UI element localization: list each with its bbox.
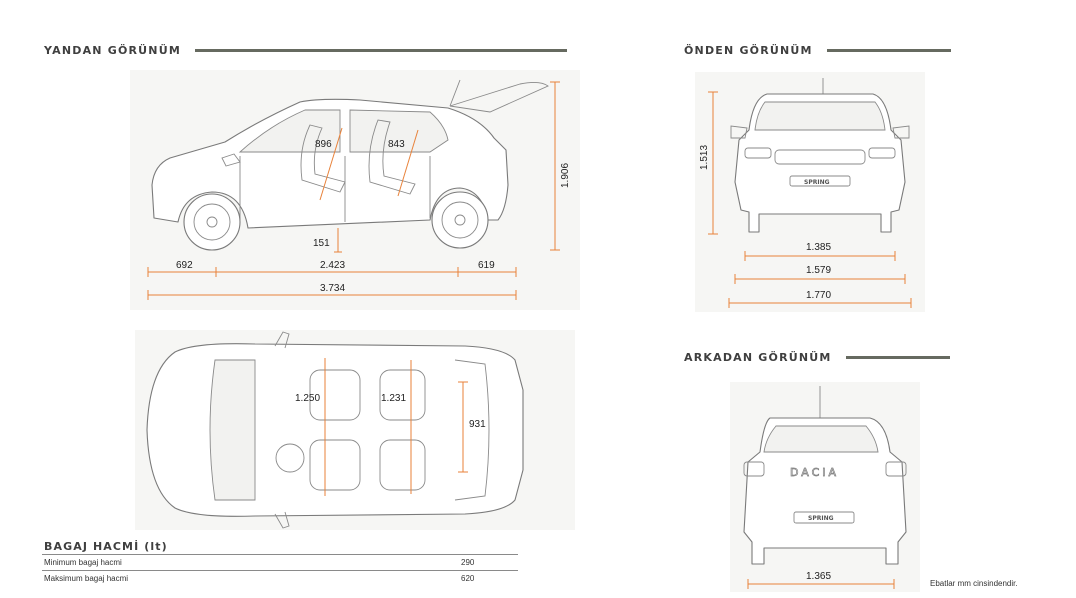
side-front-headroom-label: 896 (315, 139, 332, 150)
front-grille (774, 149, 866, 165)
rear-view-title: ARKADAN GÖRÜNÜM (684, 351, 832, 364)
side-height-label: 1.906 (560, 163, 571, 188)
rear-taillight-left (743, 461, 765, 477)
side-open-tailgate (449, 81, 549, 113)
side-front-wheel (183, 193, 241, 251)
top-mirror-right (274, 511, 290, 529)
side-ground-clearance-label: 151 (313, 238, 330, 249)
side-front-window (238, 109, 341, 153)
side-mirror (221, 153, 241, 167)
top-rear-elbow-label: 1.231 (381, 393, 406, 404)
top-rear-window (454, 359, 490, 501)
front-mirror-right (892, 125, 910, 139)
rear-brand-lettering: DACIA (790, 466, 839, 479)
trunk-row-min: Minimum bagaj hacmi 290 (42, 554, 518, 571)
front-view-title: ÖNDEN GÖRÜNÜM (684, 44, 813, 57)
front-plate (789, 175, 851, 187)
units-note: Ebatlar mm cinsindendir. (930, 579, 1018, 588)
rear-taillight-right (885, 461, 907, 477)
rear-body-outline (743, 417, 907, 565)
front-height-label: 1.513 (699, 145, 710, 170)
front-headlight-left (744, 147, 772, 159)
side-view-rule (194, 49, 567, 52)
side-tailgate-strut (449, 79, 461, 107)
front-view-heading: ÖNDEN GÖRÜNÜM (684, 44, 951, 57)
rear-window (763, 425, 879, 453)
trunk-row-max: Maksimum bagaj hacmi 620 (42, 570, 518, 586)
side-rear-headroom-label: 843 (388, 139, 405, 150)
top-windshield (209, 359, 256, 501)
side-view-heading: YANDAN GÖRÜNÜM (44, 44, 567, 57)
front-view-rule (826, 49, 951, 52)
side-front-headroom-line (319, 127, 343, 201)
top-front-seat-right (309, 439, 361, 491)
rear-plate (793, 511, 855, 524)
rear-view-drawing: DACIA SPRING 1.365 (730, 382, 920, 592)
trunk-table: Minimum bagaj hacmi 290 Maksimum bagaj h… (42, 554, 518, 586)
trunk-title: BAGAJ HACMİ (lt) (44, 540, 168, 553)
side-door-line (239, 156, 431, 222)
top-front-seat-left (309, 369, 361, 421)
side-rear-window (349, 109, 449, 153)
front-windshield (754, 101, 886, 131)
side-rear-seat (368, 119, 416, 195)
top-rear-seat-right (379, 439, 426, 491)
top-trunk-depth-label: 931 (469, 419, 486, 430)
side-view-title: YANDAN GÖRÜNÜM (44, 44, 181, 57)
front-mirror-width-label: 1.770 (806, 290, 831, 301)
trunk-row-max-label: Maksimum bagaj hacmi (42, 570, 459, 586)
top-front-elbow-label: 1.250 (295, 393, 320, 404)
side-view-drawing: 896 843 151 1.906 692 2.423 619 3.734 (130, 70, 580, 310)
top-steering-wheel (275, 443, 305, 473)
front-body-width-label: 1.579 (806, 265, 831, 276)
top-view-drawing: 1.250 1.231 931 (135, 330, 575, 530)
rear-plate-badge: SPRING (808, 515, 834, 522)
front-plate-badge: SPRING (804, 179, 830, 186)
side-front-overhang-label: 692 (176, 260, 193, 271)
side-rear-overhang-label: 619 (478, 260, 495, 271)
trunk-row-min-label: Minimum bagaj hacmi (42, 554, 459, 571)
side-rear-wheel (431, 191, 489, 249)
rear-view-rule (845, 356, 950, 359)
trunk-row-max-value: 620 (459, 570, 518, 586)
front-headlight-right (868, 147, 896, 159)
side-wheelbase-label: 2.423 (320, 260, 345, 271)
front-track-label: 1.385 (806, 242, 831, 253)
rear-track-label: 1.365 (806, 571, 831, 582)
rear-view-heading: ARKADAN GÖRÜNÜM (684, 351, 950, 364)
top-rear-seat-left (379, 369, 426, 421)
front-view-drawing: SPRING 1.513 1.385 1.579 1.770 (695, 72, 925, 312)
trunk-row-min-value: 290 (459, 554, 518, 571)
side-total-length-label: 3.734 (320, 283, 345, 294)
front-mirror-left (730, 125, 748, 139)
top-mirror-left (274, 331, 290, 349)
side-rear-headroom-line (397, 129, 419, 197)
